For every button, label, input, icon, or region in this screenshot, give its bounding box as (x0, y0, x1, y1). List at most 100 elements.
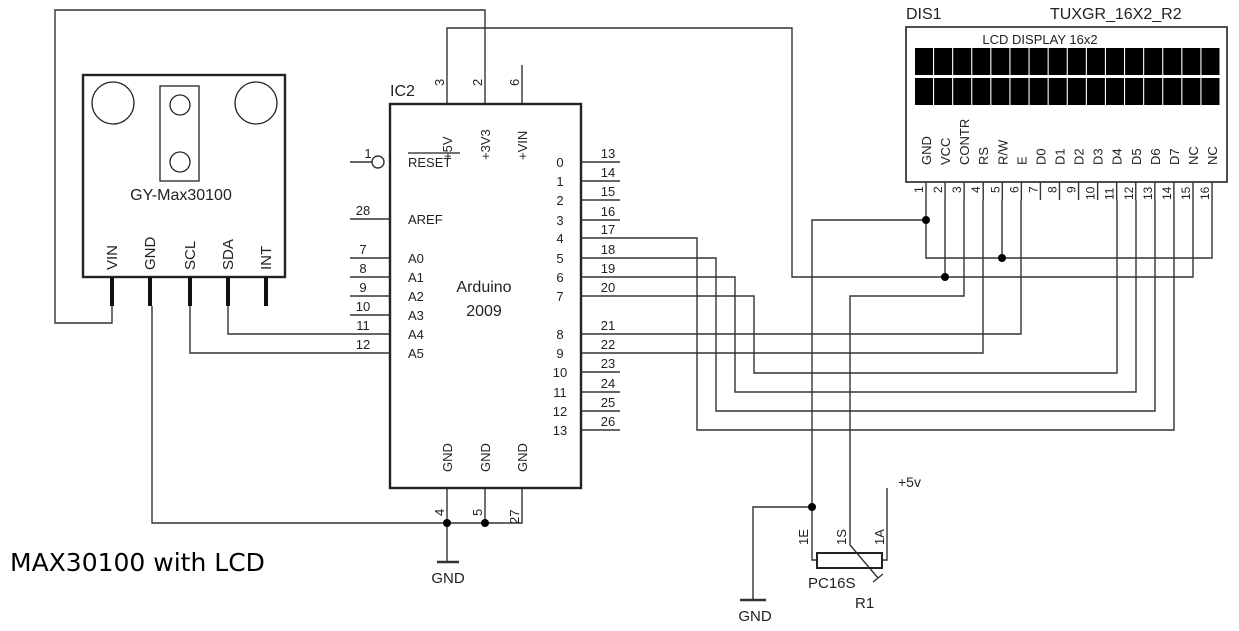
arduino-bottom-pin-label: GND (515, 443, 530, 472)
lcd-pin-number: 4 (969, 186, 983, 193)
arduino-right-pin-number: 16 (601, 204, 615, 219)
arduino-right-pin-label: 10 (553, 365, 567, 380)
lcd-pin-number: 7 (1026, 186, 1040, 193)
arduino-bottom-pin-number: 4 (432, 509, 447, 516)
potentiometer: 1E 1S 1A +5v PC16S R1 (796, 474, 921, 612)
arduino-right-pin-label: 2 (556, 193, 563, 208)
lcd-pin-label: NC (1205, 146, 1220, 165)
lcd-character-cell (1182, 48, 1201, 75)
arduino-top-pin-number: 2 (470, 79, 485, 86)
arduino-right-pin-number: 19 (601, 261, 615, 276)
arduino-bottom-pin-label: GND (478, 443, 493, 472)
sensor-led (169, 94, 191, 116)
arduino-left-pin-label: A3 (408, 308, 424, 323)
arduino-right-pin-label: 9 (556, 346, 563, 361)
sensor-pin-label: VIN (104, 245, 121, 270)
lcd-pin-number: 15 (1179, 186, 1193, 200)
arduino-bottom-pin-number: 5 (470, 509, 485, 516)
arduino-right-pin-number: 15 (601, 184, 615, 199)
pot-part: PC16S (808, 575, 856, 592)
lcd-character-cell (1010, 48, 1029, 75)
arduino-right-pin-number: 23 (601, 356, 615, 371)
arduino-right-pin-number: 17 (601, 222, 615, 237)
pot-body (816, 552, 883, 569)
arduino-left-pin-label: AREF (408, 212, 443, 227)
lcd-character-cell (1067, 48, 1086, 75)
lcd-pin-label: D7 (1167, 148, 1182, 165)
lcd-pin-number: 3 (950, 186, 964, 193)
lcd-character-cell (1163, 48, 1182, 75)
lcd-pin-label: D1 (1052, 148, 1067, 165)
junction (922, 216, 930, 224)
lcd-pin-number: 5 (988, 186, 1002, 193)
lcd-pin-number: 8 (1045, 186, 1059, 193)
junction (941, 273, 949, 281)
lcd-pin-label: CONTR (957, 119, 972, 165)
lcd-pin-number: 14 (1160, 186, 1174, 200)
wire-rs (620, 200, 984, 354)
arduino-right-pin-number: 13 (601, 146, 615, 161)
lcd-character-cell (1086, 48, 1105, 75)
lcd-pin-number: 12 (1122, 186, 1136, 200)
lcd-pin-label: NC (1186, 146, 1201, 165)
arduino-right-pin-label: 0 (556, 155, 563, 170)
lcd-character-cell (991, 48, 1010, 75)
arduino-left-pin-number: 10 (356, 299, 370, 314)
lcd-character-cell (953, 48, 972, 75)
arduino-right-pin-number: 21 (601, 318, 615, 333)
arduino-top-pin-label: +3V3 (478, 129, 493, 160)
wire-d6 (620, 200, 1156, 412)
arduino-right-pin-label: 8 (556, 327, 563, 342)
lcd-character-cell (972, 48, 991, 75)
lcd-pin-number: 11 (1103, 187, 1117, 200)
lcd-pin-number: 6 (1007, 186, 1021, 193)
lcd-character-cell (1144, 48, 1163, 75)
lcd-character-cell (953, 78, 972, 105)
sensor-pin-label: SDA (220, 239, 237, 270)
lcd-pin-label: RS (976, 147, 991, 165)
wire-gnd-pot (752, 219, 926, 600)
lcd-character-cell (1106, 78, 1124, 105)
sensor-pin-label: GND (142, 237, 159, 271)
lcd-character-cell (991, 78, 1010, 105)
lcd-character-cell (1010, 78, 1029, 105)
lcd-title: LCD DISPLAY 16x2 (982, 32, 1097, 47)
lcd-pin-number: 9 (1065, 186, 1079, 193)
wire-scl (189, 306, 350, 354)
lcd-pin-label: D5 (1129, 148, 1144, 165)
lcd-character-cell (1125, 78, 1144, 105)
arduino-top-pin-number: 6 (507, 79, 522, 86)
lcd-pin-label: D3 (1091, 148, 1106, 165)
diagram-title: MAX30100 with LCD (10, 548, 265, 577)
lcd-character-cell (915, 48, 933, 75)
arduino-left-pin-number: 11 (356, 318, 370, 333)
lcd-character-cell (915, 78, 933, 105)
sensor-name: GY-Max30100 (130, 187, 232, 204)
pot-supply: +5v (898, 474, 921, 490)
ground-label-arduino: GND (431, 570, 465, 587)
wire-5v (446, 27, 1194, 278)
arduino-right-pin-number: 25 (601, 395, 615, 410)
junction (998, 254, 1006, 262)
arduino-name: Arduino (456, 279, 511, 296)
arduino-right-pin-label: 5 (556, 251, 563, 266)
arduino-left-pin-number: 12 (356, 337, 370, 352)
arduino-right-pin-label: 13 (553, 423, 567, 438)
arduino-right-pin-label: 4 (556, 231, 563, 246)
pot-ref: R1 (855, 595, 874, 612)
arduino-left-pin-number: 28 (356, 203, 370, 218)
wire-contrast (849, 200, 965, 583)
reset-inverter-bubble (371, 155, 385, 169)
lcd-character-cell (1067, 78, 1086, 105)
lcd-character-cell (1125, 48, 1144, 75)
lcd-character-cell (1182, 78, 1201, 105)
pot-pin-1a: 1A (872, 529, 887, 545)
arduino-left-pin-label: A0 (408, 251, 424, 266)
lcd-character-cell (934, 78, 953, 105)
lcd-pin-label: R/W (995, 139, 1010, 165)
lcd-display: DIS1 TUXGR_16X2_R2 LCD DISPLAY 16x2 GND1… (905, 6, 1228, 200)
arduino-right-pin-label: 11 (553, 385, 567, 400)
lcd-pin-number: 10 (1084, 186, 1098, 200)
